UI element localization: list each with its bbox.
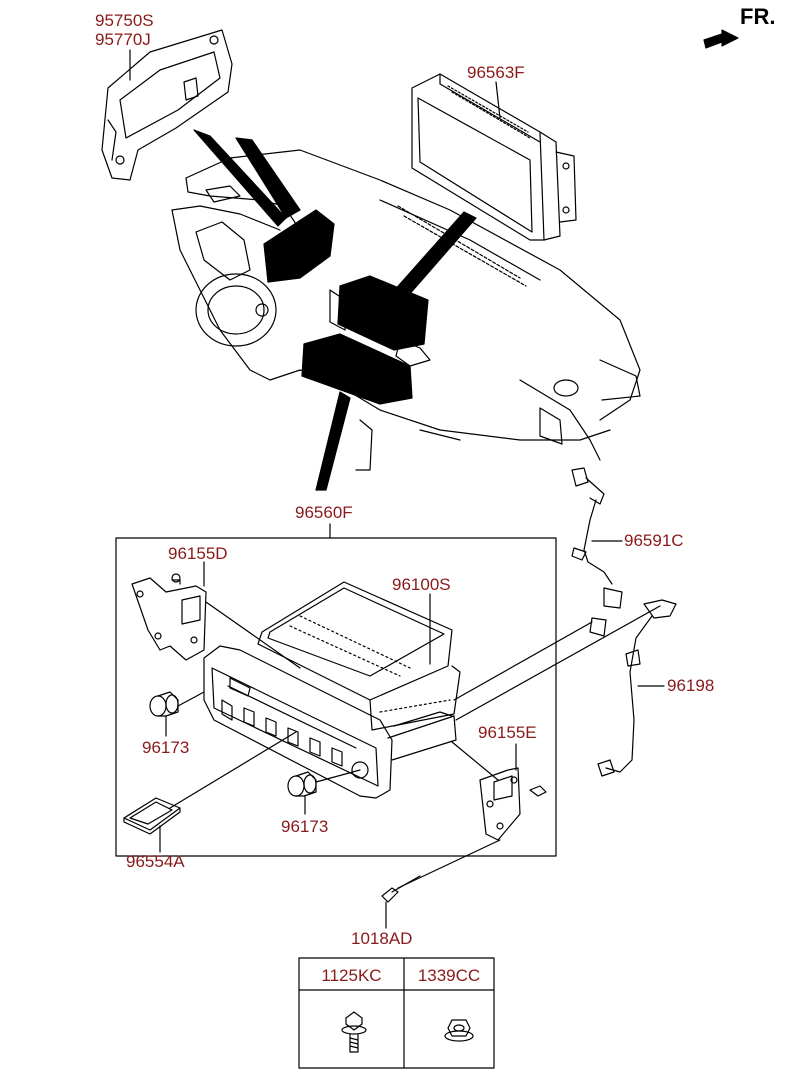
part-label-96155d: 96155D	[168, 544, 228, 563]
front-direction-arrow-icon	[703, 29, 739, 49]
part-label-96560f: 96560F	[295, 503, 353, 522]
part-label-96591c: 96591C	[624, 531, 684, 550]
knob-96173-right	[287, 771, 317, 797]
part-label-96173-left: 96173	[142, 738, 190, 757]
mount-bracket-96155e	[479, 767, 547, 841]
installed-display	[337, 275, 429, 351]
part-label-95770j: 95770J	[95, 30, 151, 49]
part-label-95750s: 95750S	[95, 11, 154, 30]
fastener-header-1339cc: 1339CC	[417, 966, 481, 985]
part-label-1018ad: 1018AD	[351, 929, 413, 948]
knob-96173-left	[149, 691, 179, 717]
part-label-96155e: 96155E	[478, 723, 537, 742]
display-unit-96563f	[411, 73, 577, 241]
panel-96554a	[123, 797, 181, 835]
fastener-table	[298, 957, 495, 1069]
assembly-frame	[115, 537, 557, 857]
audio-faceplate	[203, 645, 457, 799]
front-direction-label: FR.	[740, 4, 776, 29]
antenna-cable-96198	[597, 599, 677, 777]
indicator-arrow-4	[315, 391, 351, 491]
part-label-96198: 96198	[667, 676, 715, 695]
flange-bolt-icon	[341, 1011, 367, 1053]
part-label-96563f: 96563F	[467, 63, 525, 82]
flange-nut-icon	[444, 1019, 474, 1042]
part-label-96100s: 96100S	[392, 575, 451, 594]
part-label-96554a: 96554A	[126, 852, 185, 871]
part-label-96173-right: 96173	[281, 817, 329, 836]
installed-audio-unit	[301, 333, 413, 405]
fastener-header-1125kc: 1125KC	[321, 966, 382, 985]
indicator-arrow-2	[235, 137, 301, 219]
head-unit-96100s	[257, 581, 461, 731]
display-bracket-95750s	[101, 29, 233, 181]
usb-cable-96591c	[571, 467, 623, 637]
installed-bracket	[263, 209, 335, 283]
mount-bracket-96155d	[131, 573, 207, 661]
